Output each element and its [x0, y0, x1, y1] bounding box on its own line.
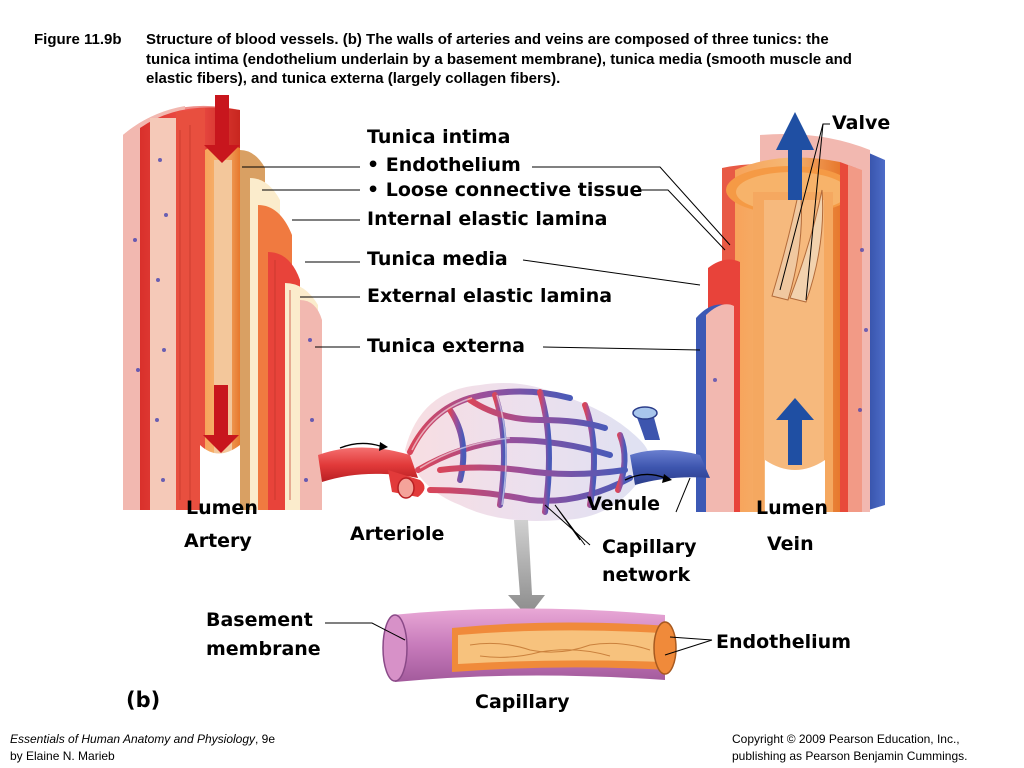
- figure-label: Figure 11.9b: [34, 31, 122, 48]
- leader-lines: [242, 123, 830, 656]
- footer-publisher: publishing as Pearson Benjamin Cummings.: [732, 749, 968, 763]
- capillary-drawing: [382, 608, 677, 682]
- label-capillary-network-line1: Capillary: [602, 536, 697, 558]
- label-lumen-artery: Lumen: [186, 497, 258, 519]
- label-endothelium-capillary: Endothelium: [716, 631, 852, 653]
- footer-copyright: Copyright © 2009 Pearson Education, Inc.…: [732, 732, 960, 746]
- label-basement-line1: Basement: [206, 609, 313, 631]
- label-tunica-intima: Tunica intima: [367, 126, 511, 148]
- caption-line-3: elastic fibers), and tunica externa (lar…: [146, 70, 561, 87]
- vein-drawing: [696, 112, 885, 512]
- label-tunica-media: Tunica media: [367, 248, 508, 270]
- label-external-elastic-lamina: External elastic lamina: [367, 285, 613, 307]
- label-tunica-externa: Tunica externa: [367, 335, 525, 357]
- footer-left: Essentials of Human Anatomy and Physiolo…: [10, 731, 275, 765]
- label-lumen-vein: Lumen: [756, 497, 828, 519]
- label-arteriole: Arteriole: [350, 523, 445, 545]
- footer-edition: , 9e: [255, 732, 276, 746]
- label-internal-elastic-lamina: Internal elastic lamina: [367, 208, 608, 230]
- label-capillary-network-line2: network: [602, 564, 691, 586]
- label-vein: Vein: [767, 533, 814, 555]
- label-artery: Artery: [184, 530, 252, 552]
- label-panel-b: (b): [126, 688, 161, 712]
- artery-drawing: [123, 95, 322, 511]
- footer-author: by Elaine N. Marieb: [10, 749, 115, 763]
- label-basement-line2: membrane: [206, 638, 321, 660]
- footer-book-title: Essentials of Human Anatomy and Physiolo…: [10, 732, 256, 746]
- figure-caption: Figure 11.9b Structure of blood vessels. …: [34, 30, 994, 89]
- caption-line-2: tunica intima (endothelium underlain by …: [146, 50, 852, 68]
- caption-line-1: Structure of blood vessels. (b) The wall…: [146, 31, 829, 48]
- footer-right: Copyright © 2009 Pearson Education, Inc.…: [732, 731, 967, 765]
- label-endothelium: • Endothelium: [367, 154, 521, 176]
- capillary-network-drawing: [318, 382, 710, 617]
- label-venule: Venule: [587, 493, 661, 515]
- label-capillary: Capillary: [475, 691, 570, 713]
- label-loose-connective-tissue: • Loose connective tissue: [367, 179, 643, 201]
- label-valve: Valve: [832, 112, 891, 134]
